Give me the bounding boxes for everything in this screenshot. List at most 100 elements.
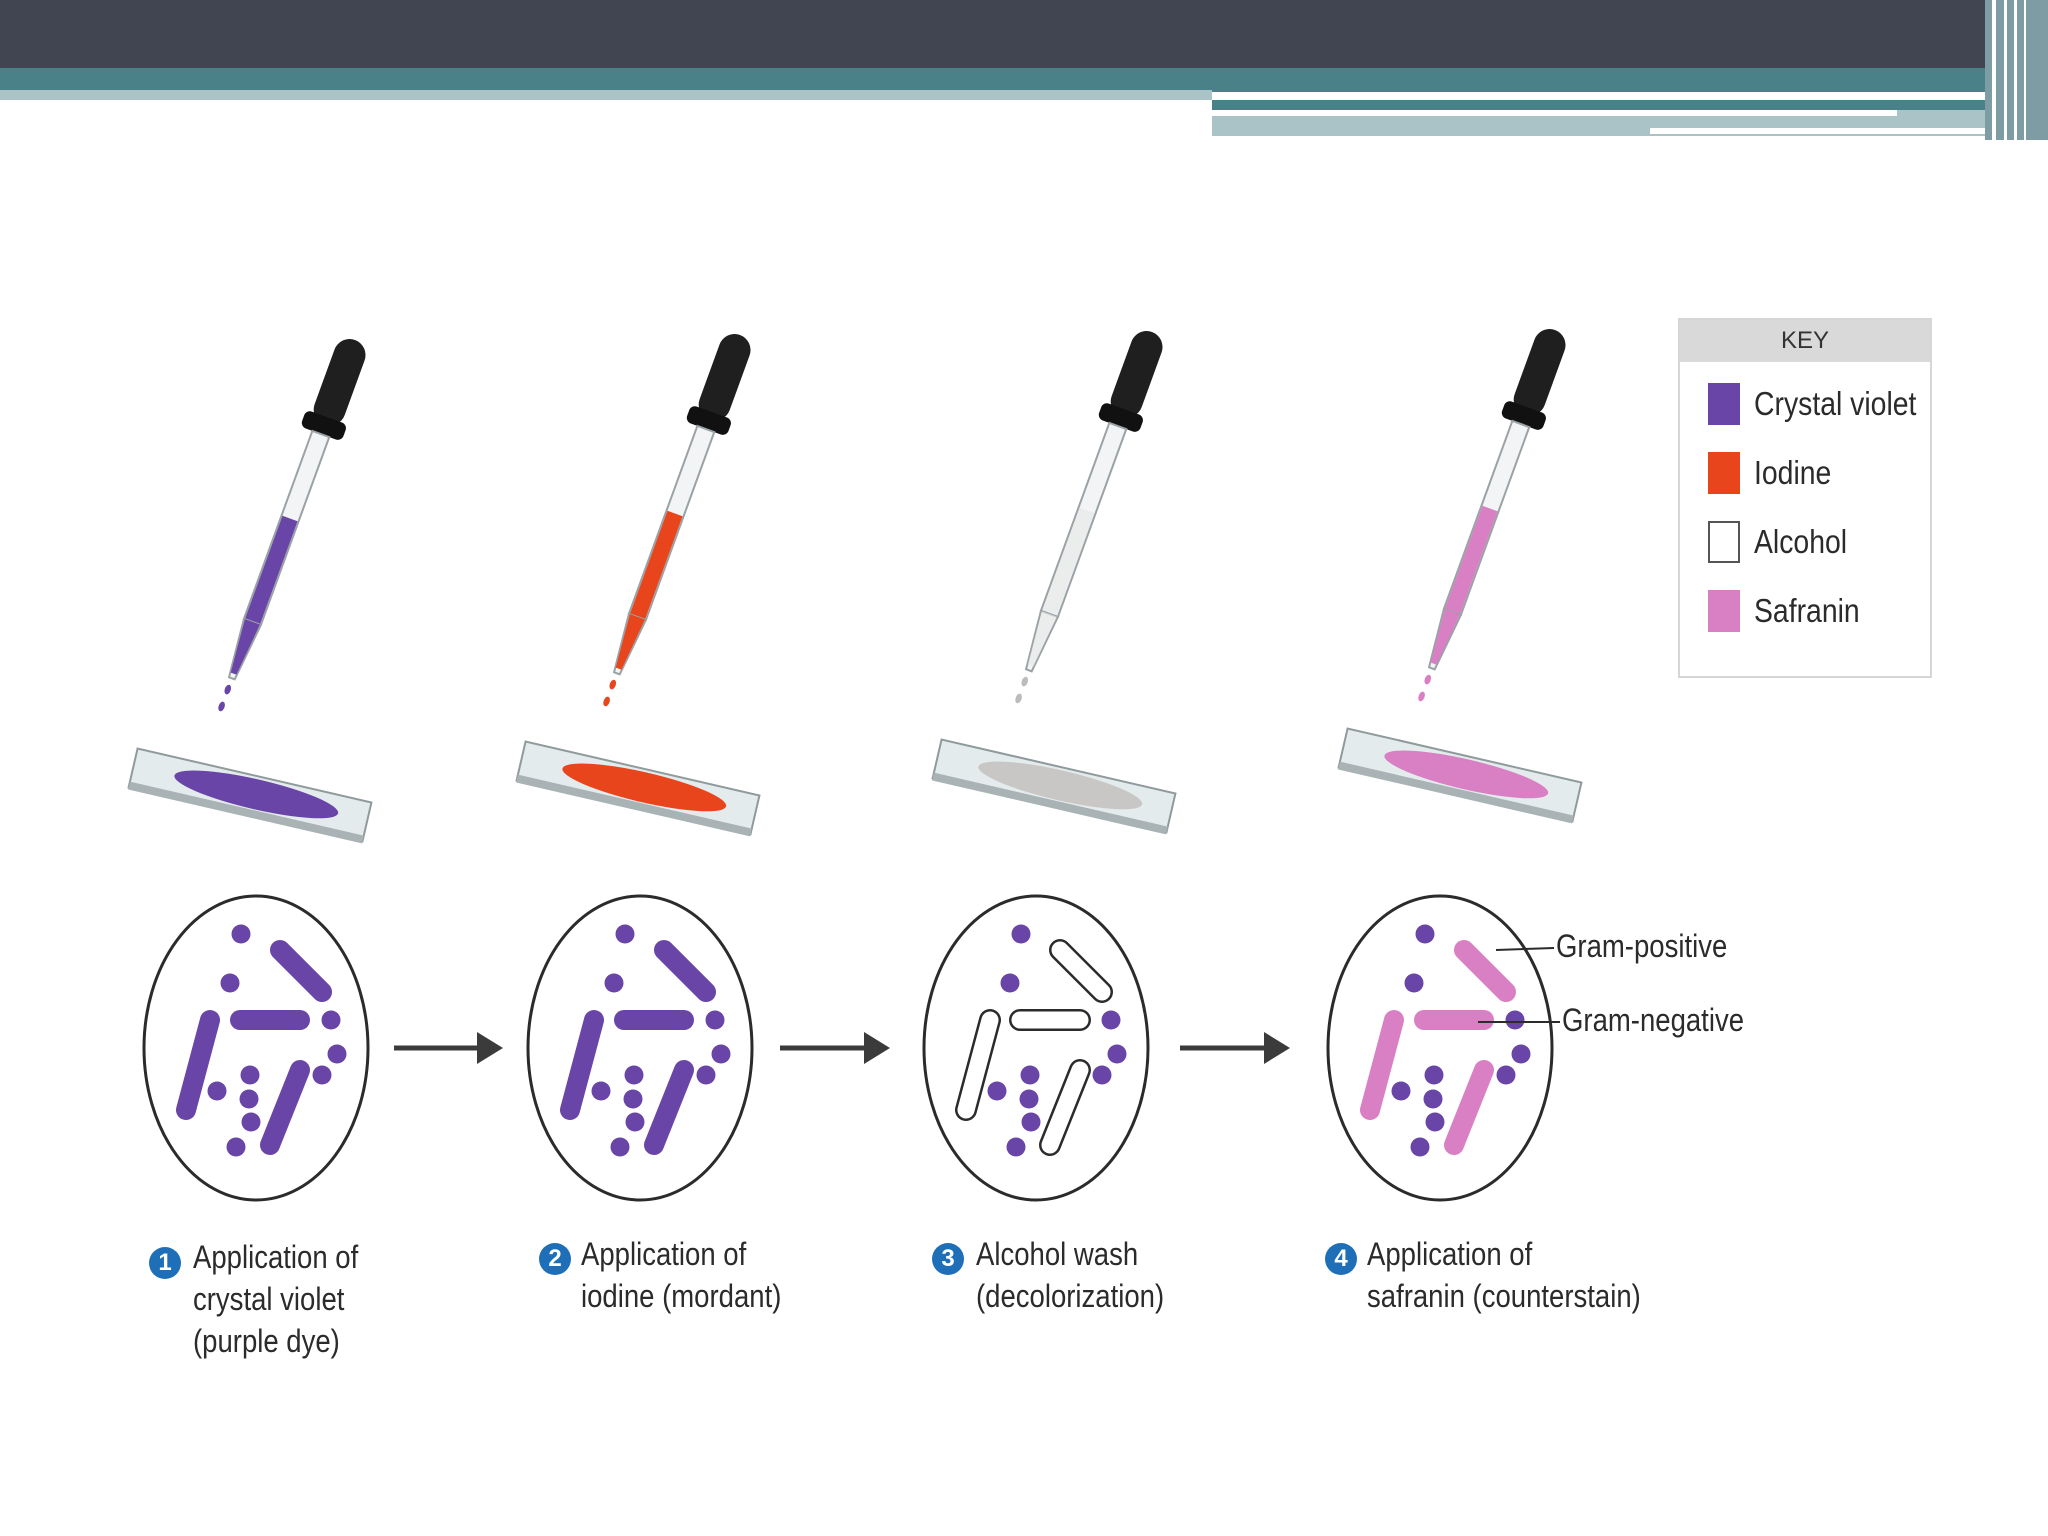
step-2-badge: 2 [539, 1243, 571, 1275]
drop [1418, 691, 1425, 702]
rod-bacterium [260, 1060, 310, 1155]
callout-line-group [1478, 947, 1560, 1023]
crystal-violet-swatch [1708, 383, 1740, 425]
slide-group [127, 727, 1583, 844]
dropper-collar [1098, 403, 1143, 432]
microscope-view-3 [922, 894, 1150, 1202]
coccus-bacterium [591, 1081, 611, 1101]
coccus-bacterium [207, 1081, 227, 1101]
coccus-bacterium [327, 1044, 347, 1064]
slide-smear [1384, 750, 1549, 799]
rod-bacterium [654, 940, 716, 1002]
slide-edge [932, 772, 1168, 835]
dropper-liquid [244, 515, 298, 625]
arrow-head [864, 1032, 890, 1064]
rod-bacterium-fill [1041, 1061, 1089, 1154]
safranin-swatch [1708, 590, 1740, 632]
rod-bacterium [1360, 1010, 1404, 1120]
coccus-bacterium [240, 1065, 260, 1085]
rod-bacterium [176, 1010, 220, 1120]
key-item-safranin: Safranin [1708, 589, 1877, 633]
step-1-line-1: Application of [193, 1239, 359, 1275]
step-1-line-2: crystal violet [193, 1281, 345, 1317]
step-3-badge: 3 [932, 1243, 964, 1275]
step-3-caption: Alcohol wash (decolorization) [976, 1233, 1164, 1317]
iodine-dropper [603, 334, 751, 707]
coccus-bacterium [610, 1137, 630, 1157]
coccus-bacterium [241, 1112, 261, 1132]
step-1-line-3: (purple dye) [193, 1323, 340, 1359]
step-2-line-1: Application of [581, 1236, 747, 1272]
dropper-collar [301, 411, 346, 440]
microscope-view-2 [526, 894, 754, 1202]
process-arrow [1180, 1032, 1290, 1064]
dropper-bulb [1110, 331, 1163, 418]
microscope-view-1 [142, 894, 370, 1202]
coccus-bacterium [1391, 1081, 1411, 1101]
rod-bacterium-fill [1051, 941, 1111, 1001]
iodine-swatch [1708, 452, 1740, 494]
rod-bacterium [644, 1060, 694, 1155]
crystal-violet-dropper [218, 339, 366, 712]
gram-positive-label: Gram-positive [1556, 928, 1728, 964]
step-2-caption: Application of iodine (mordant) [581, 1233, 781, 1317]
coccus-bacterium [624, 1065, 644, 1085]
coccus-bacterium [321, 1010, 341, 1030]
slide-smear [978, 761, 1143, 810]
coccus-bacterium [1505, 1010, 1525, 1030]
dropper-bulb [1513, 329, 1566, 416]
arrow-group [394, 1032, 1290, 1064]
alcohol-glass-slide [931, 738, 1177, 835]
alcohol-swatch [1708, 521, 1740, 563]
safranin-glass-slide [1337, 727, 1583, 824]
microscope-view-4 [1326, 894, 1554, 1202]
coccus-bacterium [231, 924, 251, 944]
coccus-bacterium [1020, 1065, 1040, 1085]
key-legend: KEY Crystal violet Iodine Alcohol Safran… [1678, 318, 1932, 678]
coccus-bacterium [312, 1065, 332, 1085]
coccus-bacterium [1424, 1065, 1444, 1085]
coccus-bacterium [220, 973, 240, 993]
gram-negative-label: Gram-negative [1562, 1002, 1745, 1038]
coccus-bacterium [1511, 1044, 1531, 1064]
dropper-liquid [1444, 505, 1498, 615]
dropper-tip-liquid [615, 614, 645, 670]
coccus-bacterium [623, 1089, 643, 1109]
slide-edge [1338, 761, 1574, 824]
coccus-bacterium [1415, 924, 1435, 944]
coccus-bacterium [696, 1065, 716, 1085]
key-item-label: Safranin [1754, 592, 1860, 629]
coccus-bacterium [1019, 1089, 1039, 1109]
step-1-caption: Application of crystal violet (purple dy… [193, 1236, 358, 1362]
dropper-bulb [313, 339, 366, 426]
drop [224, 684, 232, 695]
step-3-line-2: (decolorization) [976, 1278, 1165, 1314]
coccus-bacterium [1101, 1010, 1121, 1030]
coccus-bacterium [1021, 1112, 1041, 1132]
dropper-collar [686, 406, 731, 435]
coccus-bacterium [239, 1089, 259, 1109]
process-arrow [394, 1032, 503, 1064]
dropper-tip-liquid [230, 619, 260, 675]
coccus-bacterium [1496, 1065, 1516, 1085]
rod-bacterium [1454, 940, 1516, 1002]
key-item-label: Iodine [1754, 454, 1832, 491]
slide-edge [516, 774, 752, 837]
coccus-bacterium [987, 1081, 1007, 1101]
coccus-bacterium [1410, 1137, 1430, 1157]
safranin-dropper [1418, 329, 1566, 702]
slide-edge [128, 781, 364, 844]
rod-bacterium [270, 940, 332, 1002]
coccus-bacterium [615, 924, 635, 944]
drop [609, 679, 617, 690]
drop [1015, 693, 1022, 704]
gram-positive-pointer [1495, 947, 1555, 951]
coccus-bacterium [1006, 1137, 1026, 1157]
coccus-bacterium [226, 1137, 246, 1157]
iodine-glass-slide [515, 740, 761, 837]
key-title: KEY [1680, 320, 1930, 362]
step-4-badge: 4 [1325, 1243, 1357, 1275]
key-item-crystal-violet: Crystal violet [1708, 382, 1943, 426]
coccus-bacterium [1107, 1044, 1127, 1064]
